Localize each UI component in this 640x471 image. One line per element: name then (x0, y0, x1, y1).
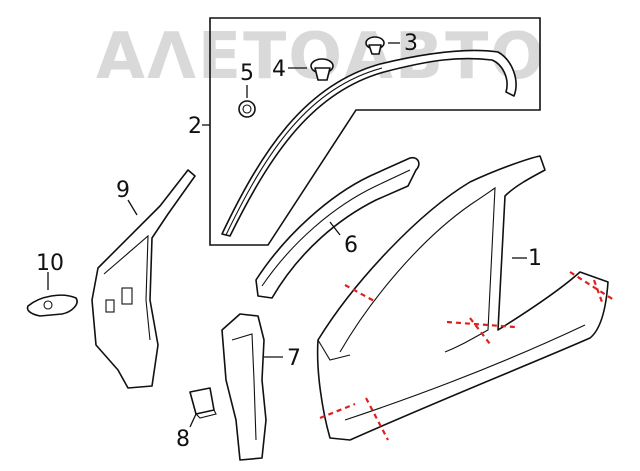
callout-8: 8 (176, 427, 190, 452)
callout-1: 1 (528, 246, 542, 271)
callout-3: 3 (404, 31, 418, 56)
roof-molding-strip (221, 49, 517, 237)
callout-6: 6 (344, 233, 358, 258)
roof-rail-part-6 (255, 156, 420, 299)
grommet-part-5 (238, 100, 256, 118)
detail-box-group-2 (209, 17, 541, 246)
callout-10: 10 (36, 251, 64, 276)
callout-7: 7 (287, 346, 301, 371)
callout-4: 4 (272, 57, 286, 82)
lower-pillar-part-7 (221, 313, 267, 461)
leader-lines (47, 42, 527, 428)
block-part-8 (189, 387, 217, 419)
callout-2: 2 (188, 114, 202, 139)
clip-part-3 (365, 36, 385, 55)
cut-lines (319, 271, 615, 441)
clip-part-4 (310, 58, 334, 81)
callout-9: 9 (116, 178, 130, 203)
callout-5: 5 (240, 61, 254, 86)
inner-pillar-part-9 (91, 169, 196, 389)
bracket-part-10 (26, 294, 78, 317)
side-outer-panel-part-1 (316, 155, 609, 441)
